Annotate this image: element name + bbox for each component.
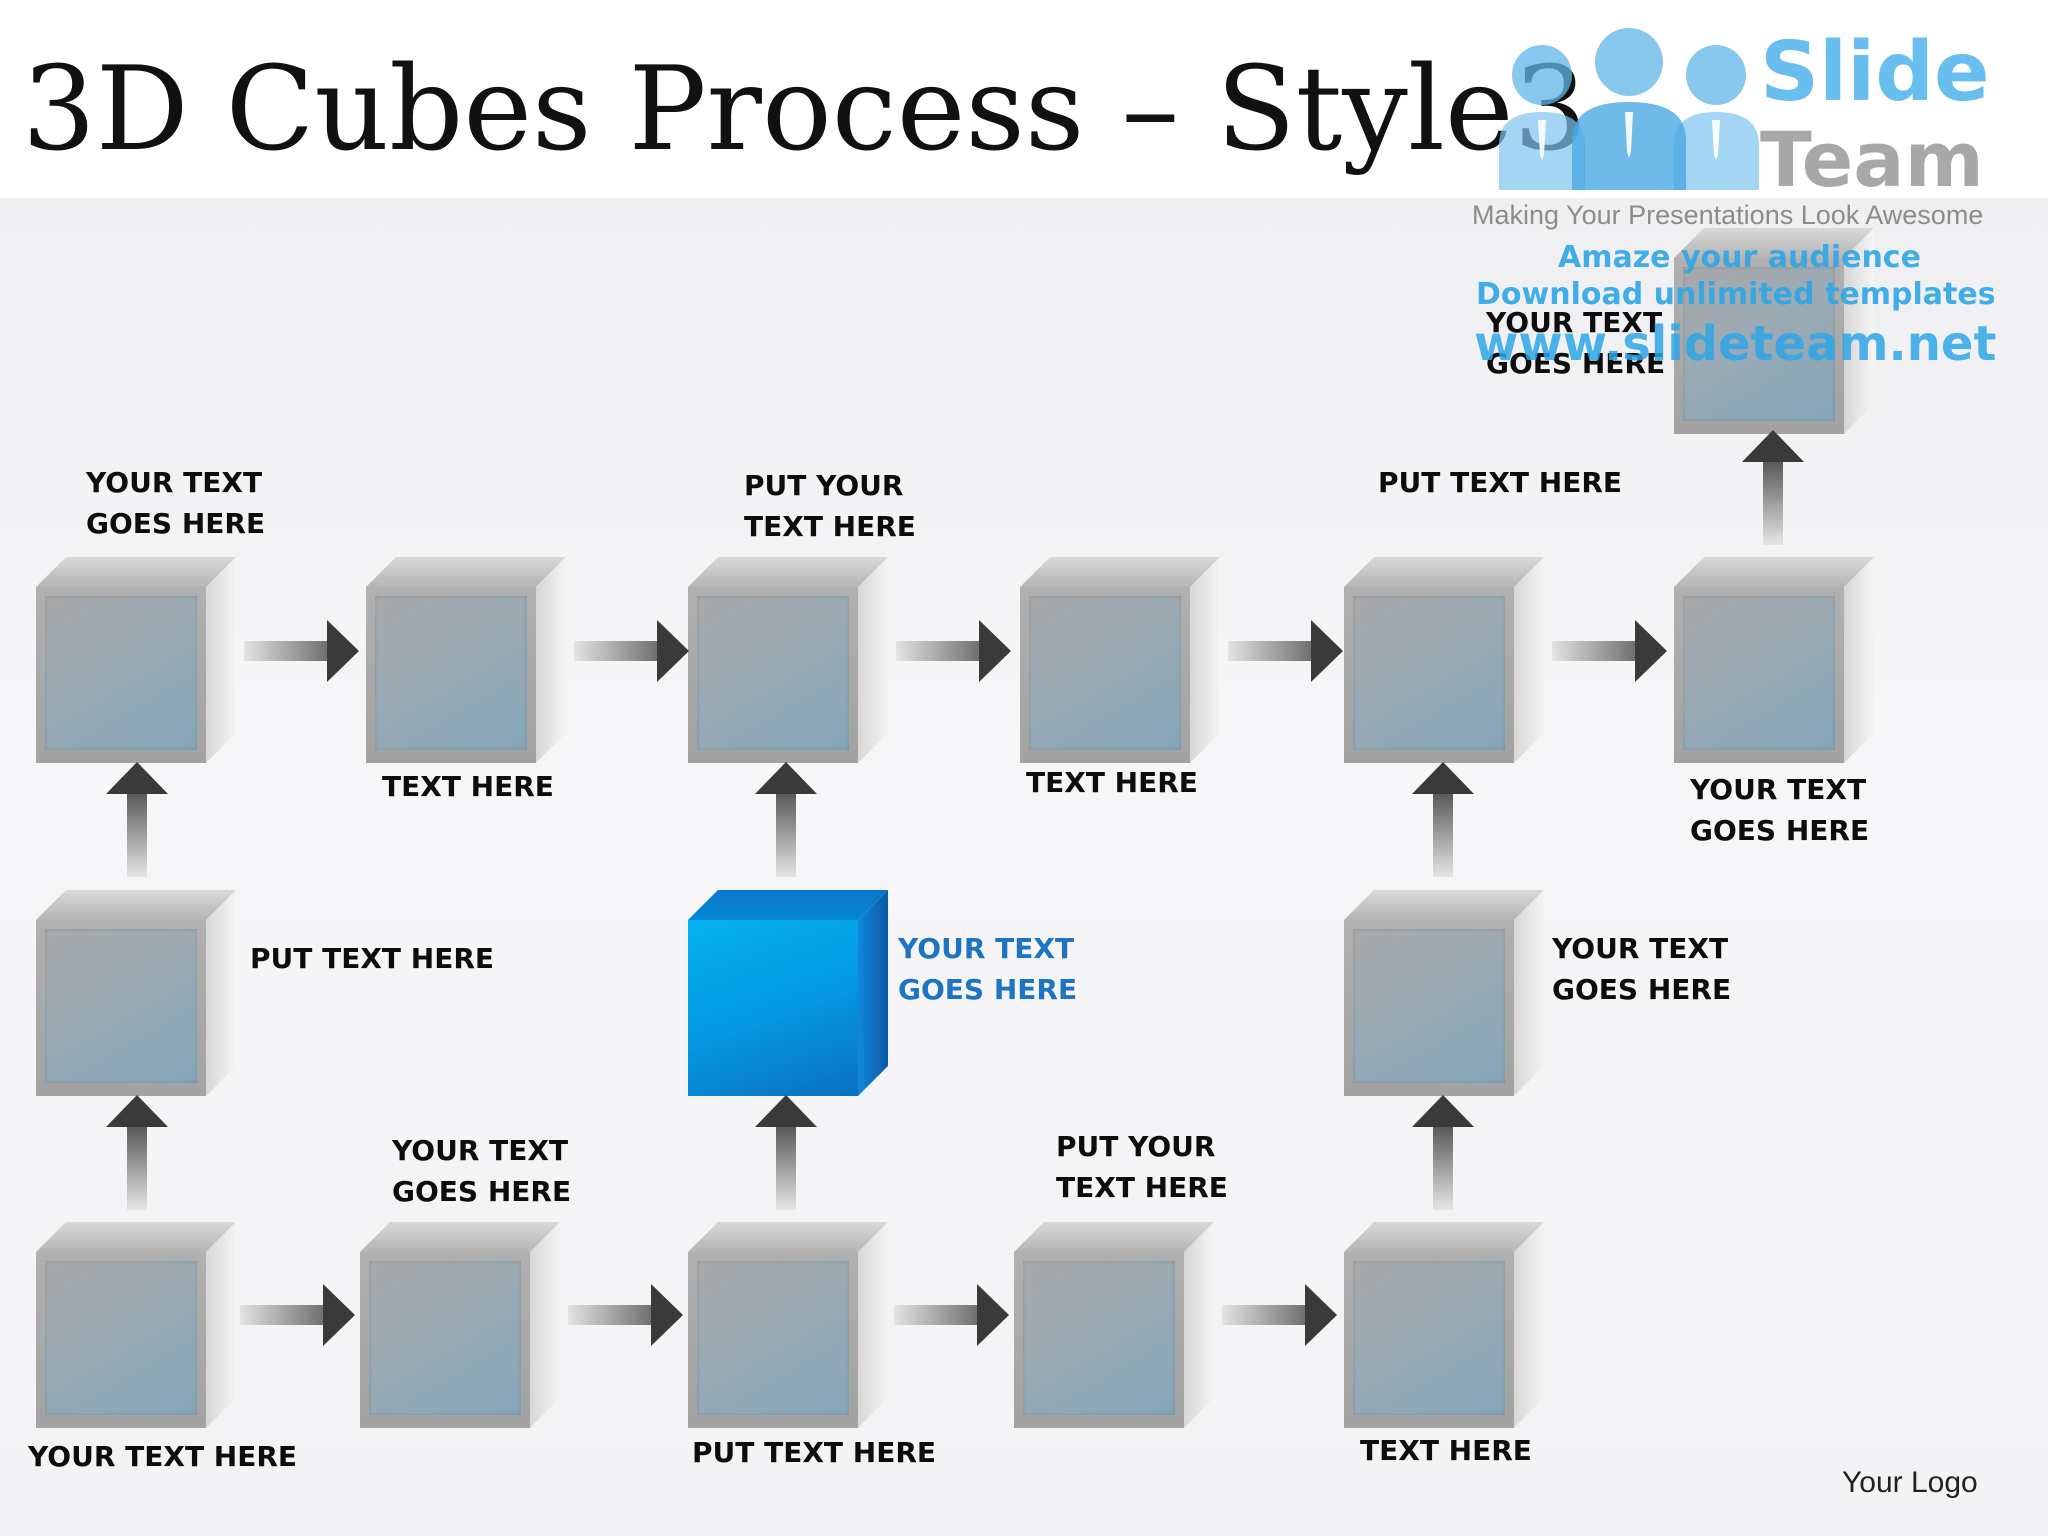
arrow-up-col1-lower [106,1095,168,1210]
label-r3c3: PUT TEXT HERE [692,1436,937,1469]
label-r1c6: YOUR TEXT GOES HERE [1690,773,1870,847]
arrow-right-r1-2 [574,620,689,682]
arrow-up-col3-lower [755,1095,817,1210]
arrow-right-r1-5 [1552,620,1667,682]
process-cube-r1c3 [688,557,888,763]
process-cube-r1c4 [1020,557,1220,763]
label-r3c2: YOUR TEXT GOES HERE [392,1134,572,1208]
label-r3c5: TEXT HERE [1360,1434,1532,1467]
watermark-brand-team: Team [1760,115,1984,204]
label-r3c4: PUT YOUR TEXT HERE [1056,1130,1228,1204]
process-cube-r3c4 [1014,1222,1214,1428]
process-cube-r3c3 [688,1222,888,1428]
watermark-tagline: Making Your Presentations Look Awesome [1472,200,1984,230]
arrow-up-col1-upper [106,762,168,877]
arrow-up-col5-lower [1412,1095,1474,1210]
label-top-cube: YOUR TEXT GOES HERE [1486,306,1666,380]
process-cube-r1c5 [1344,557,1544,763]
process-cube-r2c5 [1344,890,1544,1096]
arrow-up-col5-upper [1412,762,1474,877]
logo-placeholder: Your Logo [1842,1466,1978,1499]
arrow-right-r3-3 [894,1284,1009,1346]
watermark-brand-slide: Slide [1760,25,1990,120]
arrow-right-r3-2 [568,1284,683,1346]
process-cube-r1c1 [36,557,236,763]
slide-title: 3D Cubes Process – Style3 [22,42,1588,177]
watermark-url: www.slideteam.net [1474,316,1997,372]
label-r1c3: PUT YOUR TEXT HERE [744,469,916,543]
arrow-right-r1-4 [1228,620,1343,682]
label-r2c1: PUT TEXT HERE [250,942,495,975]
arrow-up-col6-top [1742,430,1804,545]
label-highlight: YOUR TEXT GOES HERE [898,932,1078,1006]
arrow-right-r3-1 [240,1284,355,1346]
watermark-amaze: Amaze your audience [1558,240,1921,275]
label-r2c5: YOUR TEXT GOES HERE [1552,932,1732,1006]
arrow-right-r3-4 [1222,1284,1337,1346]
label-r1c5: PUT TEXT HERE [1378,466,1623,499]
process-cube-top [1674,228,1874,434]
people-logo-icon [1499,28,1759,190]
process-cube-r2c1 [36,890,236,1096]
label-r1c1: YOUR TEXT GOES HERE [86,466,266,540]
arrow-up-col3-upper [755,762,817,877]
label-r1c2: TEXT HERE [382,770,554,803]
arrow-right-r1-1 [244,620,359,682]
process-cube-r1c6 [1674,557,1874,763]
process-cube-r1c2 [366,557,566,763]
label-r3c1: YOUR TEXT HERE [28,1440,298,1473]
process-cube-r3c1 [36,1222,236,1428]
process-cube-highlight [688,890,888,1096]
watermark-download: Download unlimited templates [1476,277,1996,312]
label-r1c4: TEXT HERE [1026,766,1198,799]
process-cube-r3c5 [1344,1222,1544,1428]
arrow-right-r1-3 [896,620,1011,682]
process-cube-r3c2 [360,1222,560,1428]
